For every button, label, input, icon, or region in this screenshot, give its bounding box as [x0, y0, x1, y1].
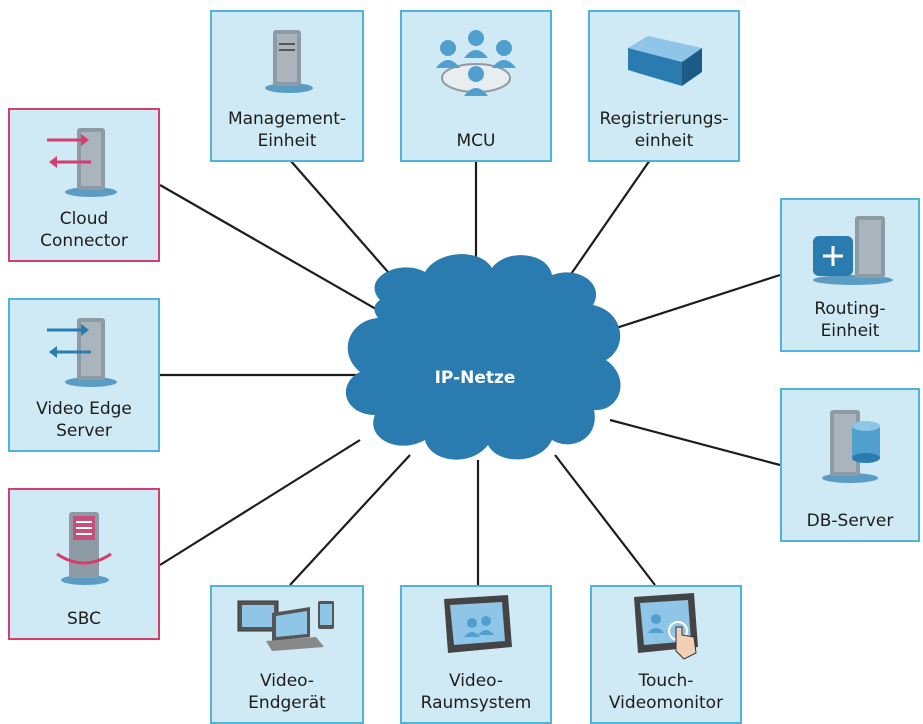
database-server-icon — [822, 410, 880, 483]
node-routing: Routing- Einheit — [780, 198, 920, 352]
line-cloud-connector — [159, 184, 396, 321]
node-label: Cloud Connector — [40, 209, 128, 251]
node-video-endgeraet: Video- Endgerät — [210, 585, 364, 724]
node-label: Video Edge Server — [36, 399, 132, 441]
node-mcu: MCU — [400, 10, 552, 162]
node-label: Registrierungs- einheit — [599, 109, 729, 151]
line-routing — [609, 273, 781, 332]
sbc-icon — [56, 512, 112, 585]
server-icon — [265, 30, 313, 93]
cloud-shape — [345, 254, 621, 460]
node-video-edge: Video Edge Server — [8, 298, 160, 452]
node-label: Routing- Einheit — [814, 299, 886, 341]
room-monitor-icon — [444, 595, 512, 653]
touch-monitor-icon — [634, 593, 698, 660]
router-server-icon — [813, 216, 893, 285]
line-registrierung — [559, 159, 651, 291]
node-label: SBC — [66, 609, 102, 629]
node-touch: Touch- Videomonitor — [590, 585, 742, 724]
node-label: Touch- Videomonitor — [608, 671, 724, 713]
line-video-endgeraet — [289, 454, 411, 586]
node-registrierung: Registrierungs- einheit — [588, 10, 740, 162]
node-cloud-connector: Cloud Connector — [8, 108, 160, 262]
node-raumsystem: Video- Raumsystem — [400, 585, 552, 724]
line-touch — [554, 454, 656, 586]
server-arrows-icon — [47, 318, 117, 387]
node-label: Video- Raumsystem — [420, 671, 532, 713]
devices-icon — [237, 600, 334, 651]
node-management: Management- Einheit — [210, 10, 364, 162]
conference-icon — [436, 30, 516, 96]
node-sbc: SBC — [8, 488, 160, 640]
node-label: DB-Server — [806, 511, 894, 531]
server-arrows-icon — [47, 128, 117, 197]
node-label: MCU — [456, 131, 496, 151]
node-label: Video- Endgerät — [248, 671, 326, 713]
line-db-server — [609, 418, 781, 467]
node-label: Management- Einheit — [227, 109, 347, 151]
node-db-server: DB-Server — [780, 388, 920, 542]
cloud-label: IP-Netze — [434, 368, 516, 388]
box-icon — [628, 36, 702, 86]
line-sbc — [159, 439, 361, 566]
